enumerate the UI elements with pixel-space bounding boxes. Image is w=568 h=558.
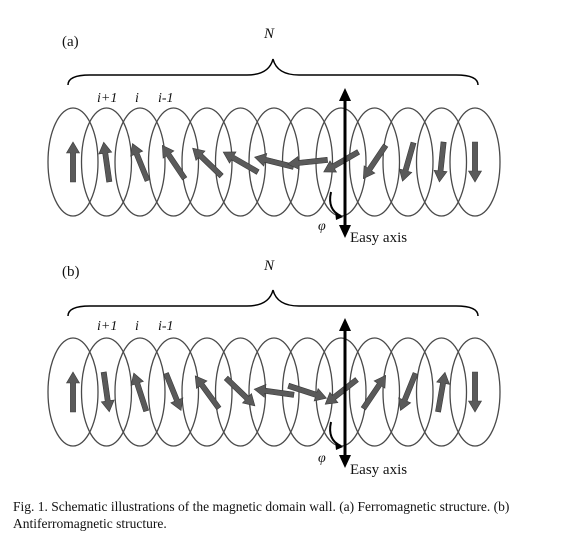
panel-a-index-im1: i-1 (158, 91, 174, 106)
spin-arrow (360, 374, 387, 411)
spin-ring (114, 107, 166, 217)
figure-caption: Fig. 1. Schematic illustrations of the m… (13, 499, 510, 531)
panel-b-easy-axis-label: Easy axis (350, 462, 407, 478)
panel-a-label: (a) (62, 34, 79, 50)
easy-axis-arrowhead-up (339, 88, 351, 101)
panel-b-index-im1: i-1 (158, 319, 174, 334)
spin-arrow (287, 382, 328, 402)
panel-b-index-ip1: i+1 (97, 319, 117, 334)
spin-arrow (223, 375, 256, 407)
panel-a-easy-axis-label: Easy axis (350, 230, 407, 246)
panel-a-ferromagnetic: (a) N i+1 i i-1 φ Easy axis (47, 26, 501, 246)
spin-arrow (222, 151, 260, 175)
spin-arrow (467, 141, 483, 183)
easy-axis-arrowhead-down (339, 225, 351, 238)
spin-ring (382, 107, 434, 217)
spin-ring (47, 337, 99, 447)
spin-arrow (163, 372, 184, 412)
n-brace (67, 289, 479, 317)
panel-b-rings (47, 337, 501, 447)
spin-arrow (130, 142, 151, 182)
panel-a-rings (47, 107, 501, 217)
spin-arrow (398, 141, 417, 182)
spin-arrow (194, 375, 222, 411)
panel-a-easy-axis (329, 88, 351, 238)
phi-arc-arrowhead (335, 441, 343, 450)
panel-b-n-label: N (263, 258, 275, 274)
spin-arrow (65, 371, 81, 413)
spin-arrow (65, 141, 81, 183)
spin-arrow (130, 372, 150, 413)
panel-b-index-i: i (135, 319, 139, 334)
spin-arrow (161, 144, 188, 181)
panel-a-index-i: i (135, 91, 139, 106)
panel-b-phi-label: φ (318, 451, 326, 466)
spin-ring (348, 337, 401, 447)
n-brace (67, 58, 479, 86)
easy-axis-arrowhead-up (339, 318, 351, 331)
spin-ring (449, 107, 501, 217)
spin-arrow (324, 377, 359, 405)
spin-arrow (362, 143, 389, 180)
spin-ring (181, 337, 233, 447)
panel-b-easy-axis (329, 318, 351, 468)
domain-wall-figure: (a) N i+1 i i-1 φ Easy axis (b) N i+1 i … (47, 26, 501, 478)
spin-ring (80, 337, 133, 447)
spin-ring (147, 107, 200, 217)
spin-arrow (100, 371, 115, 413)
spin-arrow (192, 147, 224, 179)
spin-ring (382, 337, 434, 447)
spin-arrow (323, 149, 361, 173)
panel-b-brace (67, 289, 479, 317)
spin-arrow (398, 372, 419, 412)
spin-arrow (98, 141, 113, 183)
spin-ring (47, 107, 99, 217)
spin-ring (449, 337, 501, 447)
spin-ring (147, 337, 200, 447)
spin-arrow (433, 141, 448, 183)
easy-axis-arrowhead-down (339, 455, 351, 468)
panel-b-antiferromagnetic: (b) N i+1 i i-1 φ Easy axis (47, 258, 501, 478)
panel-b-label: (b) (62, 264, 80, 280)
spin-arrow (467, 371, 483, 413)
spin-ring (348, 107, 401, 217)
phi-arc-arrowhead (335, 211, 343, 220)
spin-ring (80, 107, 133, 217)
spin-ring (415, 107, 468, 217)
spin-ring (181, 107, 233, 217)
spin-arrow (253, 383, 295, 398)
spin-arrow (254, 153, 295, 170)
panel-a-n-label: N (263, 26, 275, 42)
panel-b-spins (65, 371, 483, 413)
spin-ring (114, 337, 166, 447)
spin-arrow (287, 155, 329, 170)
spin-ring (415, 337, 468, 447)
panel-a-brace (67, 58, 479, 86)
panel-a-phi-label: φ (318, 219, 326, 234)
panel-a-index-ip1: i+1 (97, 91, 117, 106)
spin-arrow (435, 371, 450, 413)
panel-a-spins (65, 141, 483, 183)
